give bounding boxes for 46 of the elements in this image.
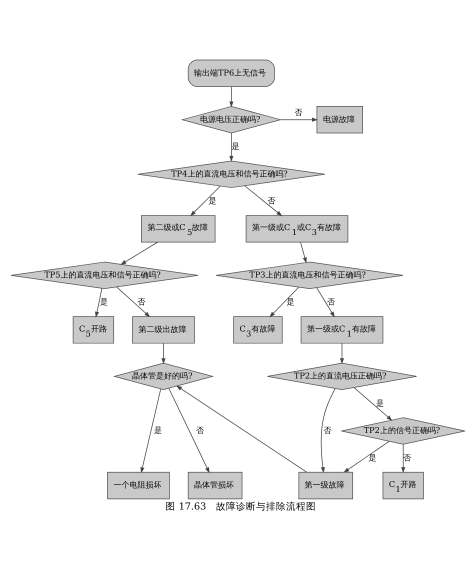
node-box: 第二级出故障 [132, 316, 195, 344]
edge-label: 是 [286, 296, 295, 307]
edge-label: 否 [267, 196, 276, 206]
arrow [300, 242, 307, 264]
edge-label: 是 [208, 196, 216, 206]
edge-label: 否 [294, 107, 302, 118]
edge-label: 是 [154, 425, 162, 436]
edge-label: 否 [324, 425, 332, 436]
edge-label: 是 [100, 296, 108, 307]
arrow [120, 242, 158, 265]
edge-label: 否 [138, 296, 146, 307]
arrow [140, 388, 162, 474]
arrow [343, 441, 390, 473]
node-diamond: TP5上的直流电压和信号正确吗? [10, 262, 198, 289]
arrow [116, 286, 150, 318]
arrow [316, 287, 335, 318]
node-diamond: TP2上的直流电压正确吗? [267, 362, 417, 390]
edge-label: 否 [196, 425, 204, 436]
arrow [320, 388, 336, 474]
arrow [229, 132, 234, 162]
node-box: 第一级故障 [298, 472, 354, 500]
arrow [244, 185, 282, 216]
arrow [269, 286, 299, 318]
edge-label: 否 [327, 296, 336, 307]
caption: 图 17.63 故障诊断与排除流程图 [166, 501, 316, 512]
arrow [95, 288, 102, 318]
node-box: 电源故障 [316, 106, 364, 134]
node-box: 一个电阻损坏 [107, 472, 170, 500]
edge-label: 是 [231, 141, 240, 152]
arrow [190, 186, 221, 216]
arrow [176, 386, 308, 473]
arrow [340, 343, 344, 364]
arrow [168, 388, 210, 474]
node-diamond: TP2上的信号正确吗? [341, 417, 466, 445]
arrow [161, 343, 166, 364]
arrow [280, 118, 318, 122]
arrow [229, 86, 234, 108]
arrow [401, 444, 406, 474]
edge-label: 是 [368, 452, 377, 462]
node-box: 输出端TP6上无信号 [188, 60, 275, 87]
arrow [354, 387, 392, 421]
node-diamond: 电源电压正确吗? [180, 106, 282, 134]
node-diamond: TP4上的直流电压和信号正确吗? [137, 160, 326, 188]
node-box: 晶体管损坏 [188, 472, 242, 500]
edge-label: 是 [376, 398, 384, 408]
node-diamond: TP3上的直流电压和信号正确吗? [216, 262, 404, 289]
